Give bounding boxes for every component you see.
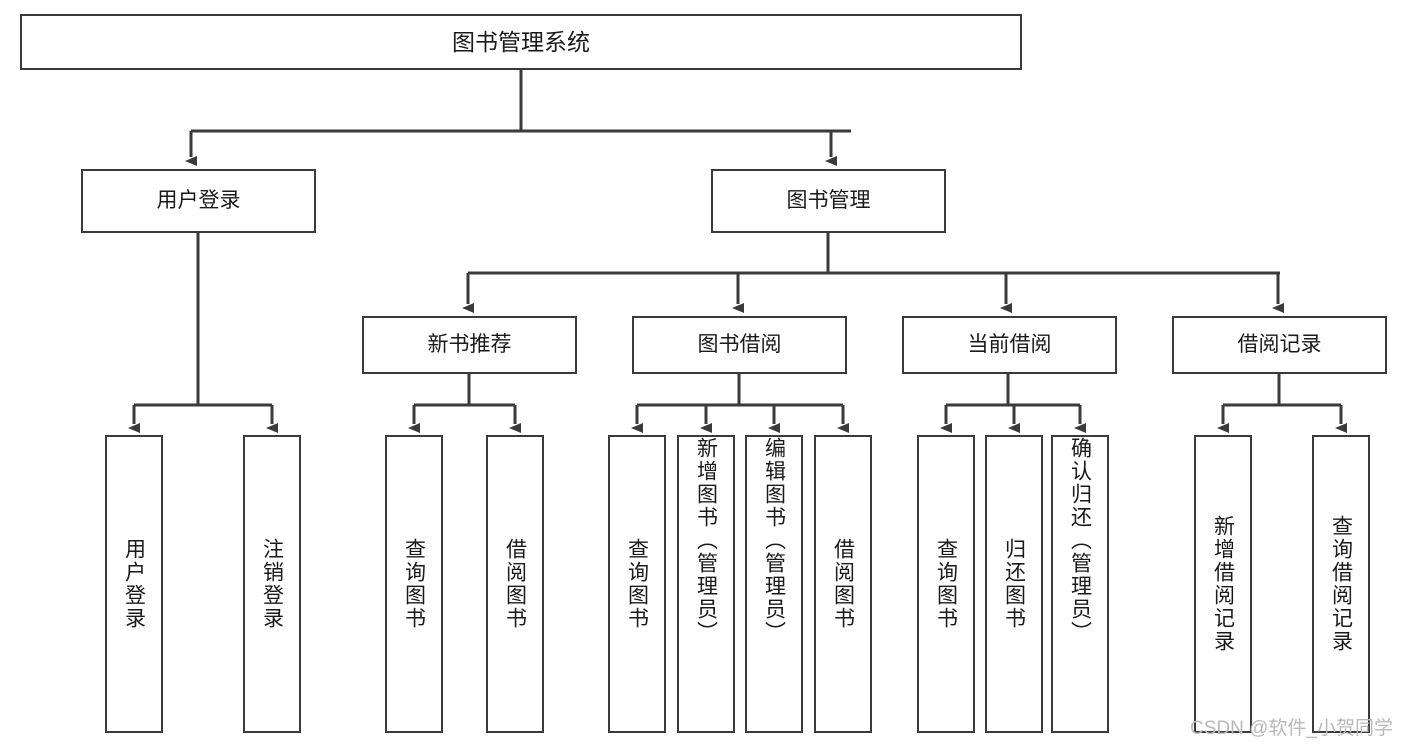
node-leaf-query-record-label: 查询借阅记录 (1329, 515, 1353, 653)
node-leaf-borrow-book-br[interactable]: 借阅图书 (814, 435, 872, 733)
node-borrow-record-label: 借阅记录 (1237, 332, 1322, 356)
node-leaf-return-book[interactable]: 归还图书 (985, 435, 1043, 733)
node-book-manage-label: 图书管理 (786, 188, 871, 212)
node-leaf-query-book-cb-label: 查询图书 (934, 538, 958, 630)
node-root[interactable]: 图书管理系统 (20, 14, 1022, 70)
node-leaf-borrow-book-rec[interactable]: 借阅图书 (486, 435, 544, 733)
node-new-book-rec[interactable]: 新书推荐 (362, 316, 577, 374)
node-leaf-add-book-label: 新增图书（管理员） (694, 437, 718, 644)
node-leaf-confirm-return-label: 确认归还（管理员） (1068, 437, 1092, 644)
node-leaf-return-book-label: 归还图书 (1002, 538, 1026, 630)
node-leaf-add-book[interactable]: 新增图书（管理员） (677, 435, 735, 733)
node-leaf-edit-book[interactable]: 编辑图书（管理员） (745, 435, 803, 733)
node-book-manage[interactable]: 图书管理 (711, 169, 946, 233)
node-book-borrow[interactable]: 图书借阅 (632, 316, 847, 374)
node-leaf-query-book-rec-label: 查询图书 (402, 538, 426, 630)
node-leaf-query-record[interactable]: 查询借阅记录 (1312, 435, 1370, 733)
watermark: CSDN @软件_小贺同学 (1190, 718, 1393, 739)
node-leaf-confirm-return[interactable]: 确认归还（管理员） (1051, 435, 1109, 733)
node-root-label: 图书管理系统 (452, 28, 590, 55)
node-leaf-user-logout[interactable]: 注销登录 (243, 435, 301, 733)
node-leaf-edit-book-label: 编辑图书（管理员） (762, 437, 786, 644)
node-user-login-label: 用户登录 (156, 188, 241, 212)
node-user-login[interactable]: 用户登录 (81, 169, 316, 233)
node-leaf-borrow-book-rec-label: 借阅图书 (503, 538, 527, 630)
node-leaf-query-book-rec[interactable]: 查询图书 (385, 435, 443, 733)
node-leaf-add-record[interactable]: 新增借阅记录 (1194, 435, 1252, 733)
node-leaf-user-logout-label: 注销登录 (260, 538, 284, 630)
node-leaf-user-login[interactable]: 用户登录 (105, 435, 163, 733)
node-leaf-user-login-label: 用户登录 (122, 538, 146, 630)
node-leaf-query-book-br-label: 查询图书 (625, 538, 649, 630)
node-borrow-record[interactable]: 借阅记录 (1172, 316, 1387, 374)
node-current-borrow[interactable]: 当前借阅 (902, 316, 1117, 374)
node-leaf-query-book-br[interactable]: 查询图书 (608, 435, 666, 733)
node-leaf-borrow-book-br-label: 借阅图书 (831, 538, 855, 630)
node-leaf-add-record-label: 新增借阅记录 (1211, 515, 1235, 653)
node-new-book-rec-label: 新书推荐 (427, 332, 512, 356)
node-leaf-query-book-cb[interactable]: 查询图书 (917, 435, 975, 733)
node-book-borrow-label: 图书借阅 (697, 332, 782, 356)
node-current-borrow-label: 当前借阅 (967, 332, 1052, 356)
